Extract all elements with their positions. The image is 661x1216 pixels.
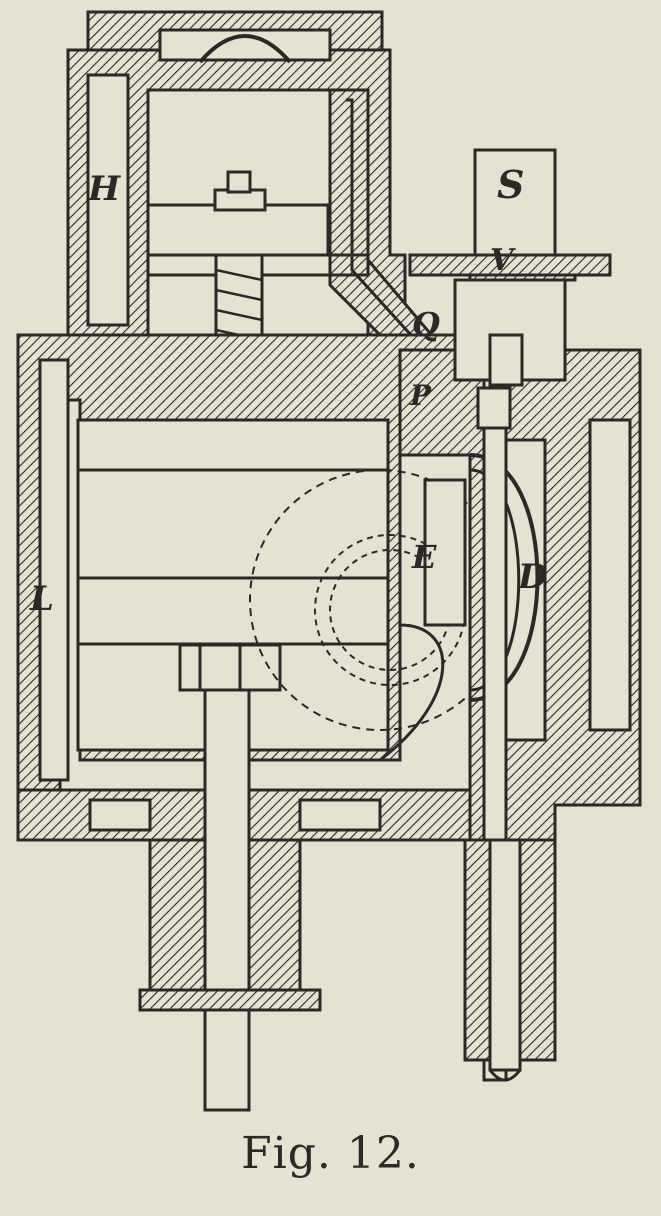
label-v: V [490, 243, 516, 278]
figure-caption: Fig. 12. [241, 1128, 420, 1179]
label-p: P [409, 379, 432, 412]
suction-valve-box [408, 148, 612, 387]
piston-rod [203, 688, 251, 1112]
lower-piston [76, 468, 511, 731]
label-l: L [29, 579, 54, 619]
label-h: H [87, 169, 122, 209]
lower-gland [138, 838, 322, 1012]
label-d: D [517, 557, 548, 597]
label-q: Q [412, 305, 440, 343]
upper-piston [146, 170, 370, 277]
label-s: S [497, 162, 524, 207]
label-e: E [411, 538, 437, 576]
valve-spindle [463, 378, 557, 1082]
